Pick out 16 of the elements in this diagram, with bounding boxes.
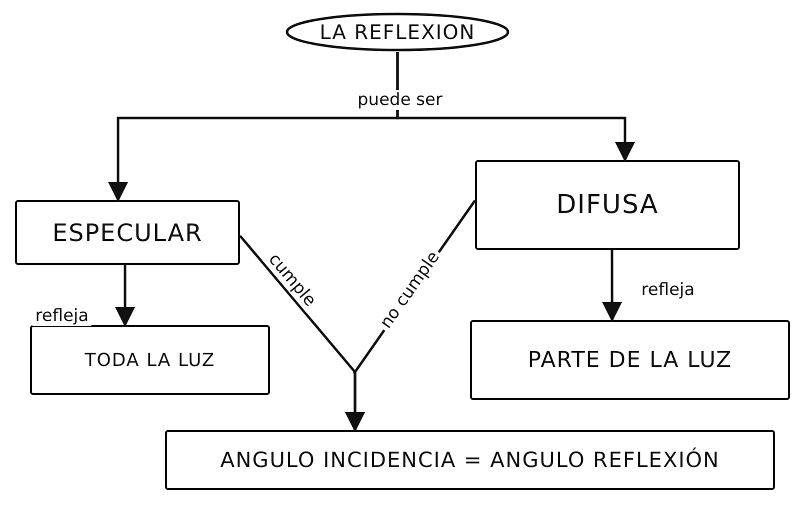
- concept-box: [475, 160, 740, 250]
- node-text: ESPECULAR: [52, 218, 203, 246]
- arrow: [396, 52, 635, 162]
- node-text: TODA LA LUZ: [84, 350, 216, 370]
- concept-box: [30, 325, 270, 395]
- node-text: PARTE DE LA LUZ: [528, 348, 732, 372]
- arrow: [115, 265, 136, 327]
- arrow: [602, 250, 622, 322]
- node-text: DIFUSA: [556, 190, 659, 220]
- node-text: ANGULO INCIDENCIA = ANGULO REFLEXIÓN: [220, 448, 720, 472]
- edge-label: refleja: [32, 306, 92, 326]
- concept-box: [470, 320, 790, 400]
- concept-box: [15, 200, 240, 265]
- node-text: LA REFLEXION: [320, 20, 476, 44]
- topic-ellipse: [285, 12, 510, 52]
- concept-box: [165, 430, 775, 490]
